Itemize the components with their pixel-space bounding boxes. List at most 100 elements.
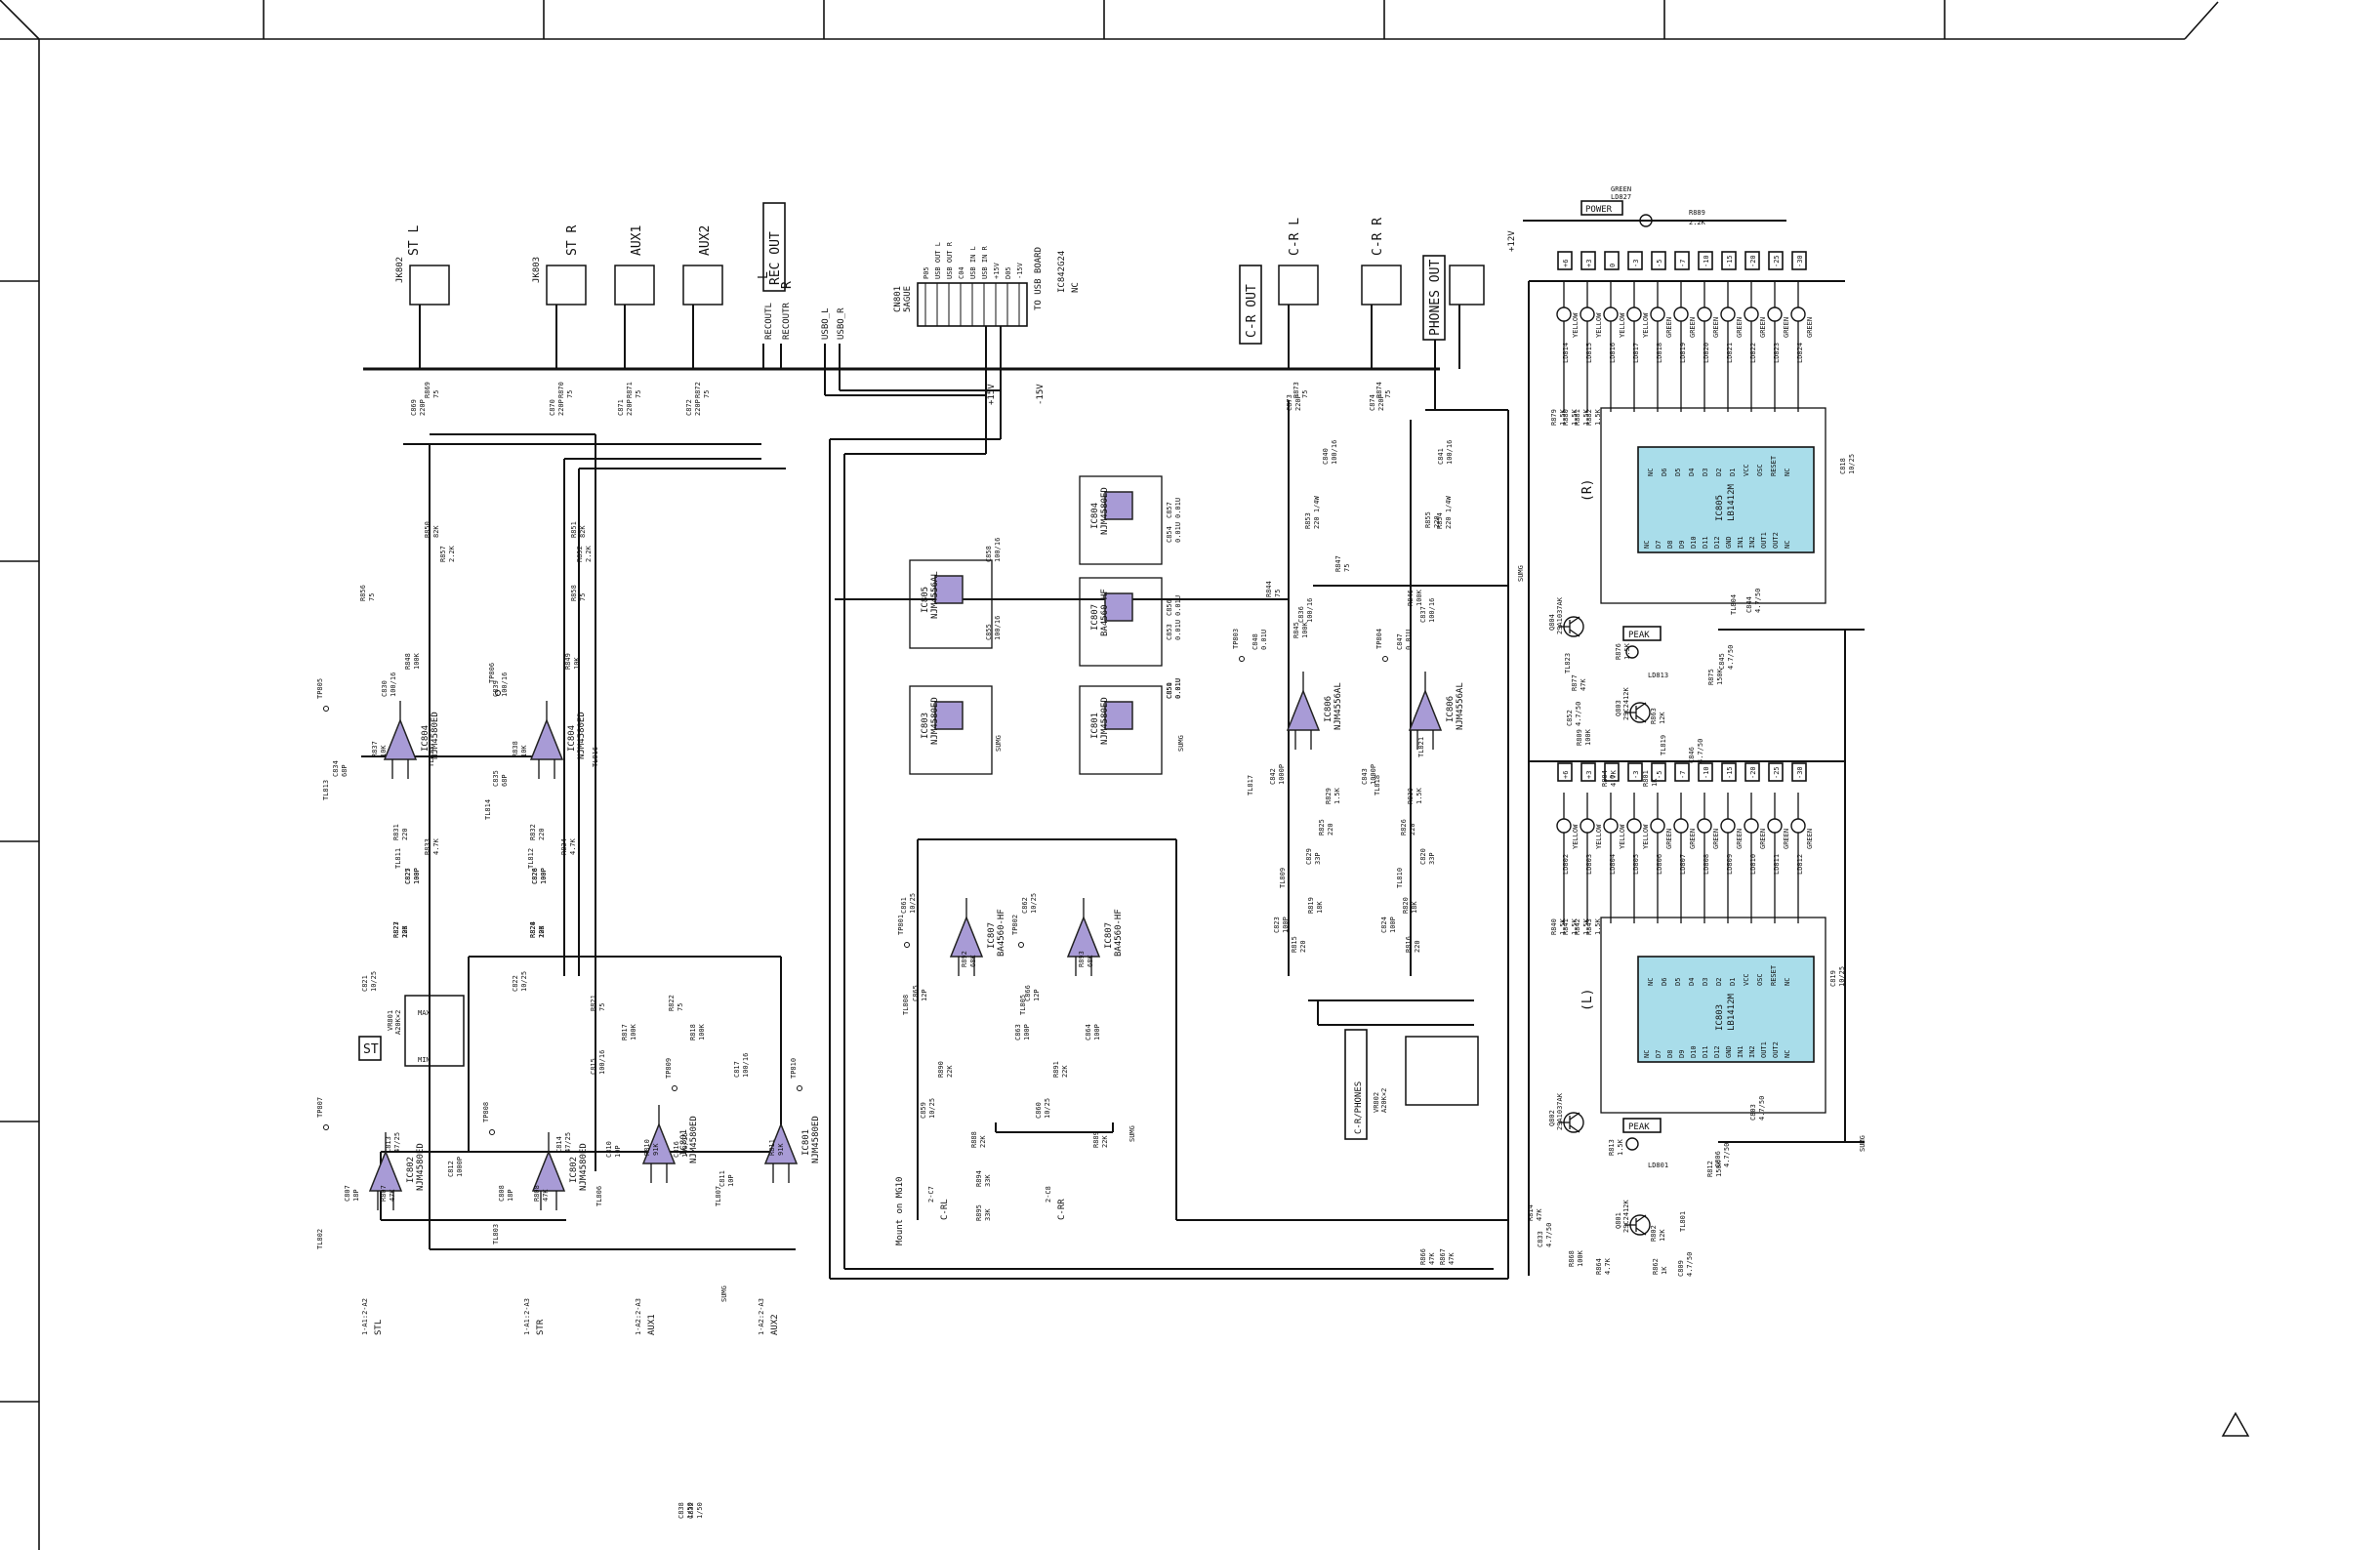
led-diode [1650, 818, 1665, 834]
meter-scale-box: -25 [1768, 251, 1784, 270]
mount-note: Mount on MG10 [895, 1177, 905, 1245]
peak-led-diode [1625, 1137, 1639, 1151]
jack-name-label: AUX2 [698, 225, 713, 256]
capacitor-ref: C820 [1419, 848, 1427, 865]
ic-part: NJM4580ED [930, 697, 940, 745]
resistor-ref: R855 [1424, 511, 1432, 528]
test-point: TP802 [1011, 915, 1024, 948]
capacitor-value: 10/25 [520, 971, 528, 992]
resistor-value: 220 [1433, 515, 1441, 528]
tl-label: TL804 [1730, 594, 1738, 615]
resistor-value: 82K [432, 525, 440, 538]
capacitor-ref: C815 [590, 1058, 597, 1075]
ic-ref: IC804 [1090, 503, 1100, 529]
opamp-ref: IC801 [801, 1129, 811, 1156]
resistor-value: 4.7K [1604, 1257, 1612, 1275]
sumg-label: SUMG [1128, 1125, 1136, 1142]
resistor-ref: R802 [1650, 1225, 1658, 1242]
driver-pin-label: OUT1 [1760, 1041, 1768, 1058]
resistor-value: 4.7K [1610, 769, 1618, 787]
led-diode [1580, 306, 1595, 322]
meter-scale-box: -7 [1674, 251, 1690, 270]
jack-name-label: AUX1 [630, 225, 644, 256]
resistor-value: 10K [380, 745, 388, 757]
tl-label: TL816 [592, 747, 599, 767]
capacitor-value: 220P [1377, 394, 1385, 411]
test-point-marker [904, 942, 910, 948]
driver-pin-label: VCC [1743, 973, 1750, 986]
capacitor-value: 0.01U [1405, 630, 1413, 650]
cn801-pin-label: C04 [958, 266, 965, 279]
led-ref: LD803 [1585, 854, 1593, 875]
driver-pin-label: NC [1643, 1050, 1651, 1058]
resistor-value: 100K [1584, 728, 1592, 746]
resistor-value: 12K [1659, 712, 1666, 724]
test-point: TP808 [482, 1102, 495, 1135]
resistor-ref: R862 [1652, 1258, 1660, 1275]
driver-pin-label: D6 [1661, 978, 1668, 986]
led-color-label: YELLOW [1595, 312, 1603, 338]
capacitor-ref: C869 [410, 399, 418, 416]
meter-scale-label: +3 [1585, 260, 1593, 267]
led-color-label: YELLOW [1642, 312, 1650, 338]
capacitor-ref: C821 [361, 975, 369, 992]
cn801-pin-label: D05 [1005, 266, 1012, 279]
transistor-part: 2SA1037AK [1556, 1092, 1564, 1130]
capacitor-ref: C828 [531, 868, 539, 884]
resistor-ref: R858 [570, 585, 578, 601]
driver-pin-label: D9 [1678, 1050, 1686, 1058]
resistor-value: 22K [1101, 1135, 1109, 1148]
led-diode [1767, 306, 1783, 322]
capacitor-value: 4.7/50 [1686, 1252, 1694, 1277]
opamp-part: NJM4580ED [416, 1143, 426, 1191]
meter-scale-label: +3 [1585, 771, 1593, 779]
meter-scale-label: 0 [1609, 775, 1617, 779]
resistor-value: 82K [579, 525, 587, 538]
resistor-ref: R849 [564, 653, 572, 670]
capacitor-value: 100/16 [390, 673, 397, 697]
resistor-value: 1.5K [1623, 642, 1631, 660]
resistor-value: 220 [401, 828, 409, 840]
meter-scale-label: -5 [1656, 260, 1663, 267]
test-point-marker [797, 1085, 802, 1091]
resistor-value: 100K [698, 1023, 706, 1040]
capacitor-value: 10/25 [1030, 893, 1038, 914]
cn801-pin-label: P05 [923, 266, 930, 279]
capacitor-value: 12P [921, 989, 928, 1001]
jack-cr-l: C-R L [1278, 218, 1319, 369]
meter-scale-box: -3 [1627, 251, 1643, 270]
resistor-value: 220 [1327, 823, 1334, 836]
meter-scale-box: -20 [1744, 762, 1760, 782]
st-r-input-label: STR [536, 1319, 546, 1335]
resistor-ref: R853 [1304, 512, 1312, 529]
